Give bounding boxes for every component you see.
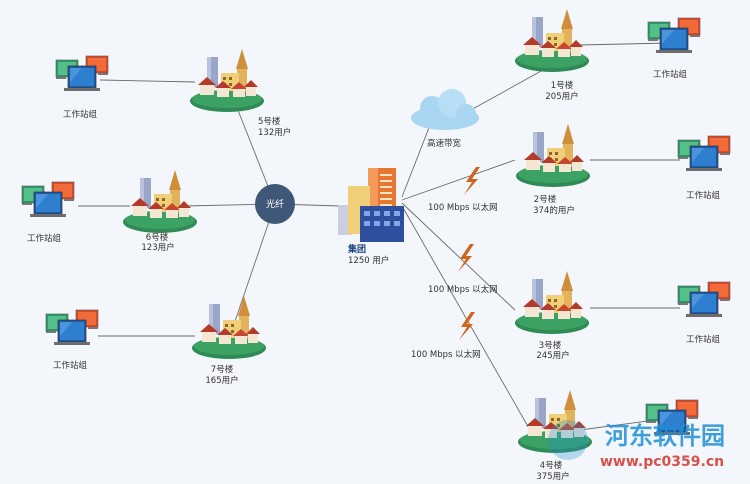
- building-5-icon: [190, 49, 264, 112]
- workstation-group-6-icon: [21, 181, 75, 218]
- cloud-icon: [411, 89, 479, 130]
- link-label-b2: 100 Mbps 以太网: [428, 202, 498, 213]
- building-3-users: 245用户: [536, 350, 569, 361]
- building-2-users: 374的用户: [533, 205, 575, 216]
- workstation-label-1: 工作站组: [653, 69, 688, 80]
- building-4-users: 375用户: [536, 471, 569, 482]
- workstation-group-3-icon: [677, 281, 731, 318]
- building-3-name: 3号楼: [539, 340, 562, 351]
- workstation-label-5: 工作站组: [63, 109, 98, 120]
- building-7-name: 7号楼: [211, 364, 234, 375]
- building-7-icon: [192, 296, 266, 359]
- building-6-icon: [123, 170, 197, 233]
- hq-name: 集团: [347, 243, 366, 255]
- building-4-name: 4号楼: [540, 460, 563, 471]
- hub-label: 光纤: [266, 198, 284, 210]
- link-label-b4: 100 Mbps 以太网: [411, 349, 481, 360]
- building-6-users: 123用户: [141, 242, 174, 253]
- building-1-name: 1号楼: [551, 80, 574, 91]
- watermark-url: www.pc0359.cn: [600, 454, 724, 470]
- hq-users: 1250 用户: [348, 255, 389, 266]
- workstation-label-6: 工作站组: [27, 233, 62, 244]
- building-5-users: 132用户: [258, 127, 291, 138]
- workstation-group-7-icon: [45, 309, 99, 346]
- building-2-name: 2号楼: [534, 194, 557, 205]
- building-7-users: 165用户: [205, 375, 238, 386]
- watermark: 河东软件园 www.pc0359.cn: [548, 420, 725, 470]
- workstation-label-7: 工作站组: [53, 360, 88, 371]
- fiber-hub: 光纤: [255, 184, 295, 224]
- building-1-icon: [515, 9, 589, 72]
- building-3-icon: [515, 271, 589, 334]
- hq-building-icon: [338, 168, 404, 242]
- link-label-b3: 100 Mbps 以太网: [428, 284, 498, 295]
- watermark-title: 河东软件园: [605, 422, 725, 450]
- building-6-name: 6号楼: [146, 232, 169, 243]
- building-2-icon: [516, 124, 590, 187]
- cloud-label: 高速带宽: [427, 138, 462, 149]
- workstation-group-2-icon: [677, 135, 731, 172]
- workstation-label-2: 工作站组: [686, 190, 721, 201]
- workstation-label-3: 工作站组: [686, 334, 721, 345]
- building-1-users: 205用户: [545, 91, 578, 102]
- building-5-name: 5号楼: [258, 116, 281, 127]
- lightning-bolt-b4-icon: [459, 312, 475, 340]
- connection-lines: [78, 42, 680, 431]
- workstation-group-5-icon: [55, 55, 109, 92]
- workstation-group-1-icon: [647, 17, 701, 54]
- lightning-bolt-b2-icon: [464, 167, 480, 195]
